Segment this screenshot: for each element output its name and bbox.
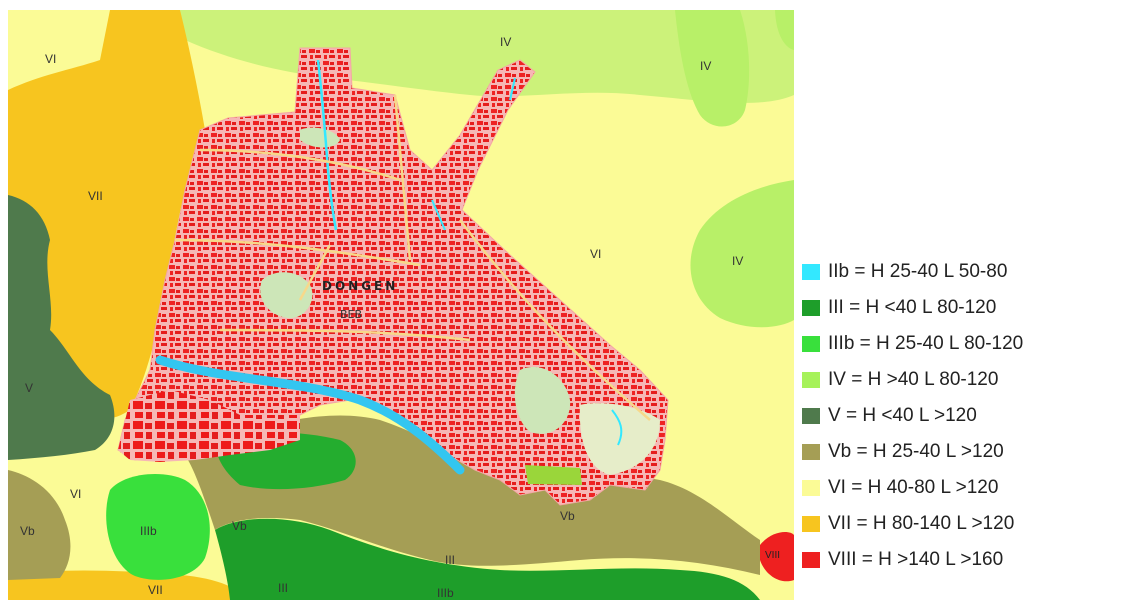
legend-item: III = H <40 L 80-120 — [802, 290, 1138, 326]
legend-label: V = H <40 L >120 — [828, 405, 977, 426]
legend-item: IV = H >40 L 80-120 — [802, 362, 1138, 398]
legend-swatch — [802, 336, 820, 352]
zone-v-left — [8, 195, 115, 460]
zone-label-vi-top-left: VI — [45, 52, 56, 66]
legend-swatch — [802, 300, 820, 316]
zone-label-iiib-bottom: IIIb — [437, 586, 454, 600]
legend-label: III = H <40 L 80-120 — [828, 297, 997, 318]
legend-label: VII = H 80-140 L >120 — [828, 513, 1015, 534]
zone-label-iv-right: IV — [732, 254, 743, 268]
legend-label: IV = H >40 L 80-120 — [828, 369, 999, 390]
legend-label: IIb = H 25-40 L 50-80 — [828, 261, 1008, 282]
zone-label-iii-mid: III — [445, 553, 455, 567]
zone-vb-bottom-left — [8, 470, 71, 580]
legend-item: IIIb = H 25-40 L 80-120 — [802, 326, 1138, 362]
legend-label: IIIb = H 25-40 L 80-120 — [828, 333, 1024, 354]
zone-label-vii-bottom: VII — [148, 583, 163, 597]
zone-label-iiib: IIIb — [140, 524, 157, 538]
legend-swatch — [802, 480, 820, 496]
canal-right — [431, 77, 623, 446]
zone-iii-bottom — [215, 518, 760, 600]
zone-label-iv-top: IV — [500, 35, 511, 49]
zone-label-iv-top-right: IV — [700, 59, 711, 73]
town-sub-label: BEB — [340, 308, 362, 321]
legend-item: V = H <40 L >120 — [802, 398, 1138, 434]
legend-swatch — [802, 264, 820, 280]
town-industrial-area — [118, 390, 300, 462]
zone-label-v-left: V — [25, 381, 33, 395]
legend-label: Vb = H 25-40 L >120 — [828, 441, 1004, 462]
legend-swatch — [802, 516, 820, 532]
zone-label-vb-mid: Vb — [232, 519, 247, 533]
legend-item: Vb = H 25-40 L >120 — [802, 434, 1138, 470]
park-2 — [514, 366, 571, 434]
zone-iiib-left — [106, 474, 210, 580]
legend-label: VIII = H >140 L >160 — [828, 549, 1004, 570]
legend-swatch — [802, 444, 820, 460]
legend-item: VIII = H >140 L >160 — [802, 542, 1138, 578]
zone-label-viii: VIII — [765, 550, 780, 561]
legend-label: VI = H 40-80 L >120 — [828, 477, 999, 498]
zone-vii-left — [8, 10, 205, 420]
zone-label-iii-bottom: III — [278, 581, 288, 595]
legend-swatch — [802, 408, 820, 424]
park-3 — [300, 127, 340, 148]
legend-item: VI = H 40-80 L >120 — [802, 470, 1138, 506]
river — [155, 355, 465, 475]
legend-swatch — [802, 372, 820, 388]
zoning-map: VI IV IV VII VI IV V VI Vb IIIb Vb Vb II… — [8, 10, 794, 600]
zone-label-vi-bottom-left: VI — [70, 487, 81, 501]
zone-label-vii-left: VII — [88, 189, 103, 203]
legend-item: IIb = H 25-40 L 50-80 — [802, 254, 1138, 290]
zone-iv-edge — [775, 10, 794, 50]
legend-swatch — [802, 552, 820, 568]
legend-item: VII = H 80-140 L >120 — [802, 506, 1138, 542]
zone-iv-top-right — [675, 10, 750, 127]
canal-top — [316, 59, 338, 231]
zone-iv-right — [690, 180, 794, 328]
zone-vii-bottom — [8, 570, 250, 600]
zone-label-vi-mid: VI — [590, 247, 601, 261]
town-name-label: DONGEN — [322, 279, 398, 293]
sports-field — [525, 465, 582, 485]
zone-label-vb-right: Vb — [560, 509, 575, 523]
park-1 — [260, 272, 313, 319]
zone-iv-top — [180, 10, 794, 103]
roads — [174, 94, 651, 421]
zone-viii — [760, 532, 794, 582]
zone-label-vb-bottom-left: Vb — [20, 524, 35, 538]
